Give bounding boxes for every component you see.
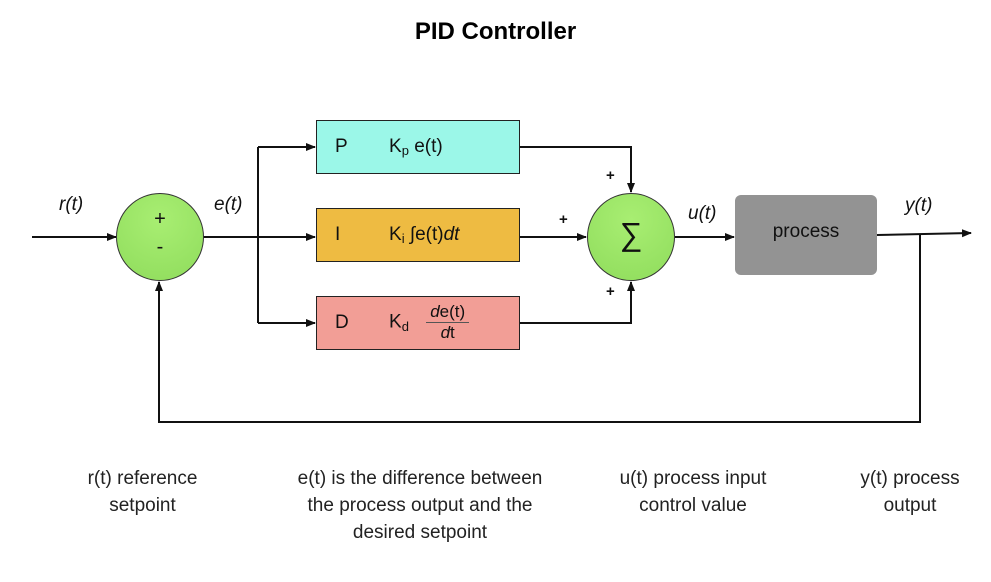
error-caption: e(t) is the difference between the proce…: [265, 465, 575, 546]
expression-text: e(t): [414, 136, 443, 157]
caption-line: y(t) process: [860, 468, 960, 489]
gain-symbol: K: [389, 224, 402, 245]
caption-line: setpoint: [109, 495, 176, 516]
caption-line: e(t) is the difference between: [297, 468, 543, 489]
minus-sign: -: [156, 236, 164, 258]
block-letter: D: [335, 312, 349, 333]
derivative-block: D Kd de(t) dt: [316, 296, 520, 350]
caption-line: the process output and the: [307, 495, 533, 516]
output-arrow: [876, 229, 972, 238]
reference-caption: r(t) reference setpoint: [60, 465, 225, 519]
numerator-rest: e(t): [439, 302, 466, 321]
reference-signal-label: r(t): [59, 194, 84, 215]
process-block: process: [735, 195, 877, 275]
control-caption: u(t) process input control value: [598, 465, 788, 519]
caption-line: u(t) process input: [619, 468, 767, 489]
sum-sign-top: +: [606, 167, 615, 184]
gain-symbol: K: [389, 136, 402, 157]
output-caption: y(t) process output: [830, 465, 990, 519]
expression-differential: dt: [443, 224, 460, 245]
caption-line: output: [883, 495, 937, 516]
proportional-block: P Kp e(t): [316, 120, 520, 174]
caption-line: r(t) reference: [87, 468, 198, 489]
plus-sign: +: [154, 208, 166, 230]
error-summing-junction: + -: [116, 193, 204, 281]
p-to-sum-arrow: [520, 146, 635, 193]
gain-subscript: i: [401, 231, 405, 246]
output-signal-label: y(t): [905, 195, 933, 216]
sum-sign-left: +: [559, 211, 568, 228]
caption-line: desired setpoint: [352, 522, 488, 543]
derivative-fraction: de(t) dt: [426, 302, 470, 343]
feedback-line: [155, 235, 921, 423]
block-expression: Kd de(t) dt: [389, 302, 470, 343]
block-expression: Kp e(t): [389, 136, 443, 158]
denominator-rest: t: [450, 323, 455, 342]
sigma-symbol: ∑: [619, 216, 643, 252]
fraction-denominator: dt: [426, 323, 469, 343]
error-signal-label: e(t): [214, 194, 243, 215]
d-to-sum-arrow: [520, 281, 635, 324]
block-letter: I: [335, 224, 341, 245]
block-letter: P: [335, 136, 348, 157]
sum-junction: ∑: [587, 193, 675, 281]
diagram-title: PID Controller: [414, 18, 577, 45]
sum-sign-bottom: +: [606, 283, 615, 300]
integral-block: I Ki ∫e(t)dt: [316, 208, 520, 262]
gain-subscript: d: [401, 319, 409, 334]
denominator-d: d: [440, 323, 451, 342]
gain-symbol: K: [389, 311, 402, 333]
process-label: process: [772, 221, 840, 242]
expression-text: ∫e(t): [409, 224, 444, 245]
gain-subscript: p: [401, 143, 409, 158]
block-expression: Ki ∫e(t)dt: [389, 224, 459, 246]
control-signal-label: u(t): [688, 203, 717, 224]
numerator-d: d: [430, 302, 440, 321]
fraction-numerator: de(t): [426, 302, 470, 323]
caption-line: control value: [639, 495, 747, 516]
